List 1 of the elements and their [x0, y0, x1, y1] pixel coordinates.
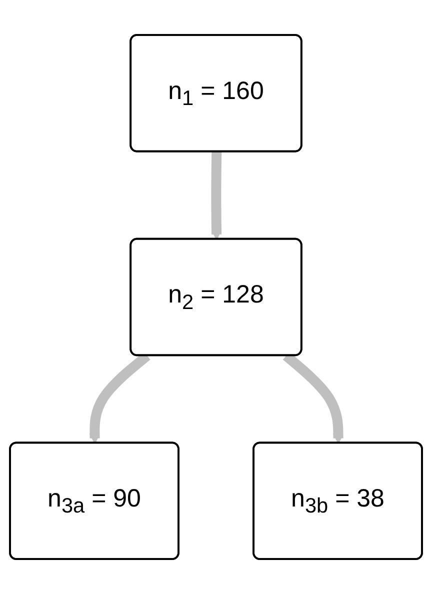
arrow — [210, 152, 222, 240]
